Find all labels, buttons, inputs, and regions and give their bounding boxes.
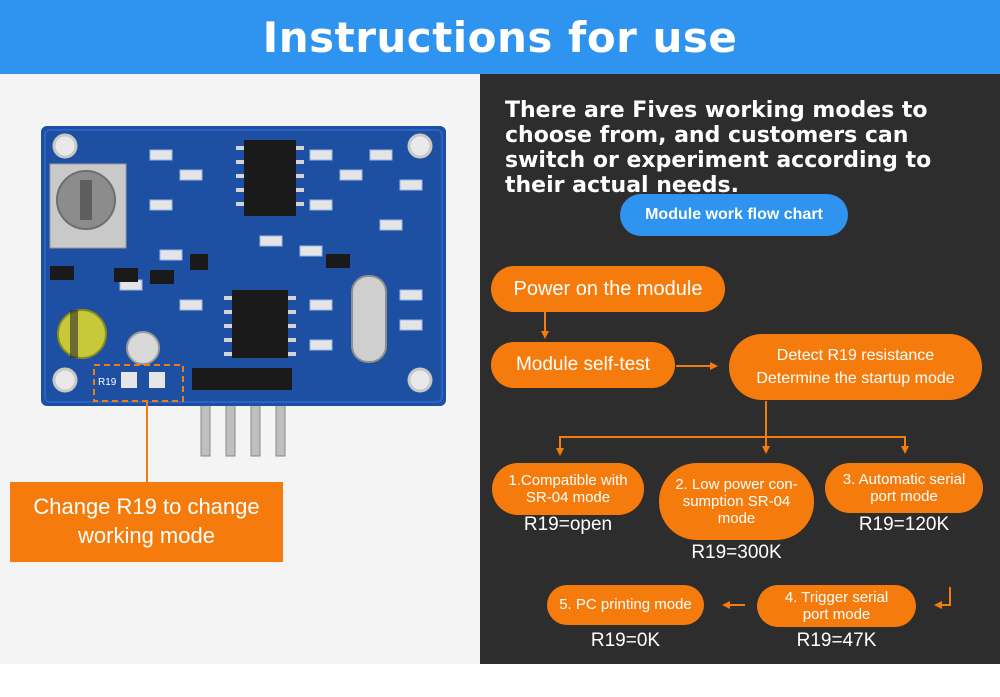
mode-4-label: 4. Trigger serial port mode [784, 588, 889, 623]
mode-3-node: 3. Automatic serial port mode [825, 463, 983, 513]
mode-2-node: 2. Low power con-sumption SR-04 mode [659, 463, 814, 540]
r19-highlight-box [93, 364, 184, 402]
header-banner: Instructions for use [0, 0, 1000, 74]
intro-text: There are Fives working modes to choose … [505, 98, 932, 198]
self-test-label: Module self-test [515, 354, 651, 376]
mode-1-node: 1.Compatible with SR-04 mode [492, 463, 644, 515]
bottom-strip [0, 664, 1000, 697]
sensor-board-illustration: R19 [41, 126, 446, 482]
mode-2-value: R19=300K [691, 542, 782, 563]
mode-5-node: 5. PC printing mode [547, 585, 704, 625]
module-work-flow-chart-button[interactable]: Module work flow chart [620, 194, 848, 236]
callout-text: Change R19 to change working mode [33, 494, 260, 548]
change-r19-callout: Change R19 to change working mode [10, 482, 283, 562]
mode-5-label: 5. PC printing mode [559, 596, 692, 614]
page-title: Instructions for use [262, 12, 738, 62]
mode-4-node: 4. Trigger serial port mode [757, 585, 916, 627]
mode-1-value: R19=open [523, 514, 613, 535]
self-test-node: Module self-test [491, 342, 675, 388]
mode-4-value: R19=47K [796, 630, 877, 651]
detect-r19-node: Detect R19 resistance Determine the star… [729, 334, 982, 400]
detect-r19-line1: Detect R19 resistance [776, 346, 935, 364]
mode-3-label: 3. Automatic serial port mode [842, 470, 966, 505]
r19-silkscreen-label: R19 [98, 377, 117, 388]
power-on-node: Power on the module [491, 266, 725, 312]
power-on-label: Power on the module [513, 277, 703, 300]
mode-3-value: R19=120K [858, 514, 950, 535]
mode-2-label: 2. Low power con-sumption SR-04 mode [675, 475, 798, 528]
mode-5-value: R19=0K [590, 630, 661, 651]
mode-1-label: 1.Compatible with SR-04 mode [508, 471, 628, 506]
detect-r19-line2: Determine the startup mode [756, 370, 955, 387]
